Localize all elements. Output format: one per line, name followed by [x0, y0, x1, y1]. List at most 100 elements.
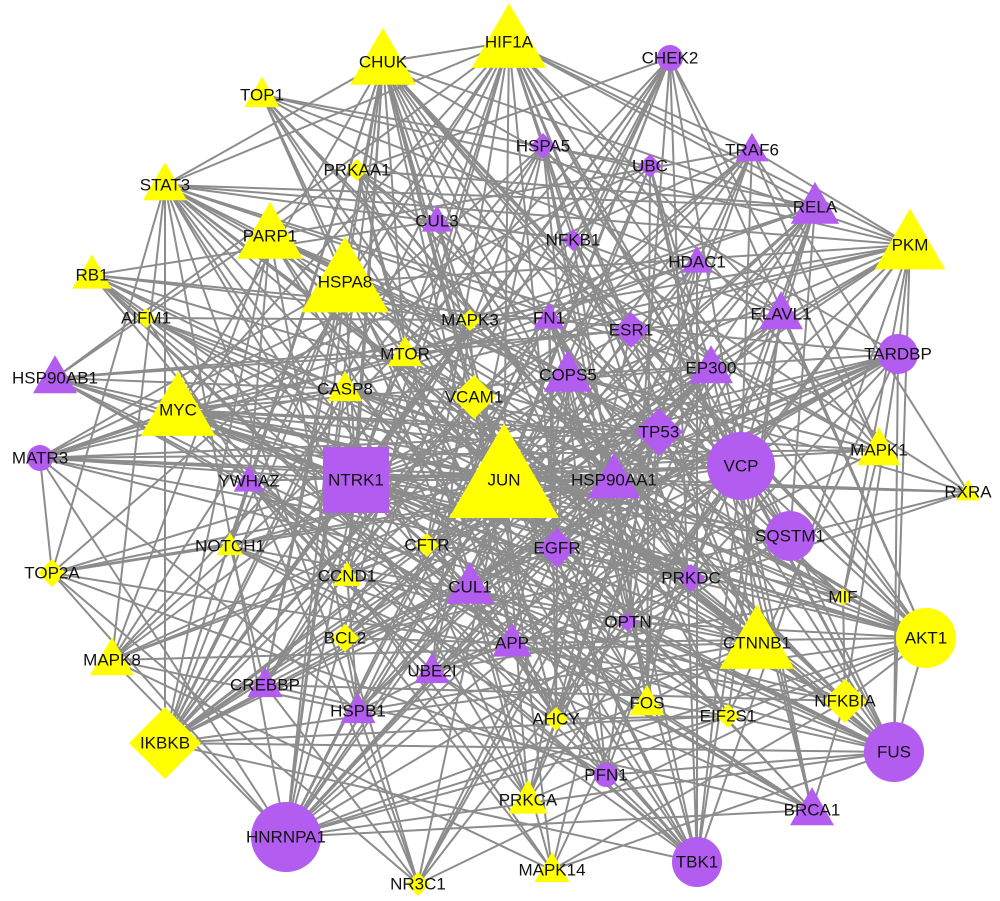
node-hspa5 [530, 133, 556, 159]
node-label-hspa5: HSPA5 [516, 137, 571, 156]
edge-hnrnpa1-top2a [51, 572, 287, 838]
edge-notch1-hspa8 [229, 281, 346, 547]
node-rxra [955, 479, 981, 501]
edge-tardbp-ccnd1 [346, 353, 899, 577]
node-ubc [638, 154, 662, 178]
node-label-prkdc: PRKDC [661, 569, 721, 588]
node-label-cftr: CFTR [404, 536, 449, 555]
node-label-hspb1: HSPB1 [330, 702, 386, 721]
edge-aifm1-ywhaz [145, 317, 250, 482]
edge-hsp90aa1-aifm1 [145, 317, 615, 481]
edge-hsp90aa1-tardbp [613, 353, 899, 481]
node-label-fos: FOS [630, 694, 665, 713]
edge-chek2-nfkb1 [572, 57, 671, 241]
edge-mapk14-hdac1 [551, 261, 698, 871]
edge-cftr-hif1a [426, 41, 510, 546]
edge-fus-mapk14 [551, 751, 895, 871]
node-esr1 [613, 312, 649, 348]
node-label-brca1: BRCA1 [784, 801, 841, 820]
edge-nr3c1-akt1 [417, 637, 927, 885]
node-label-egfr: EGFR [533, 539, 580, 558]
node-prkca [508, 779, 548, 814]
node-label-rxra: RXRA [944, 483, 992, 502]
edge-fus-cul1 [469, 586, 895, 753]
node-label-mapk1: MAPK1 [850, 441, 908, 460]
node-label-ywhaz: YWHAZ [218, 472, 279, 491]
edge-parp1-ywhaz [248, 235, 271, 482]
node-tbk1 [672, 837, 722, 887]
node-mapk14 [534, 851, 570, 883]
edge-eif2s1-prkca [527, 715, 729, 801]
edge-hnrnpa1-cops5 [285, 374, 569, 838]
node-pkm [874, 208, 946, 270]
node-label-hsp90aa1: HSP90AA1 [571, 471, 657, 490]
node-label-hnrnpa1: HNRNPA1 [246, 828, 326, 847]
edge-rb1-casp8 [91, 274, 346, 390]
node-ccnd1 [332, 561, 362, 586]
edge-mapk8-hnrnpa1 [111, 659, 287, 838]
edge-notch1-ahcy [229, 545, 557, 720]
node-label-nr3c1: NR3C1 [390, 875, 446, 894]
node-mapk1 [857, 427, 901, 466]
node-hsp90ab1 [33, 355, 77, 394]
node-label-top2a: TOP2A [24, 564, 80, 583]
node-label-ctnnb1: CTNNB1 [723, 634, 791, 653]
node-label-ube2i: UBE2I [407, 662, 456, 681]
edge-cops5-tardbp [567, 353, 899, 376]
edge-ubc-top1 [261, 94, 651, 167]
node-hspa8 [301, 236, 389, 313]
node-rela [790, 181, 840, 224]
node-label-fn1: FN1 [533, 309, 565, 328]
node-bcl2 [331, 624, 359, 652]
edge-sqstm1-bcl2 [344, 535, 791, 639]
edge-fus-pfn1 [605, 751, 895, 776]
edge-chek2-tbk1 [669, 57, 698, 863]
node-chek2 [657, 45, 683, 71]
edge-notch1-app [229, 545, 513, 644]
edge-stat3-hnrnpa1 [164, 184, 287, 838]
edge-ntrk1-mif [355, 479, 844, 598]
edge-hspb1-nr3c1 [357, 710, 419, 885]
edge-aifm1-mapk3 [145, 317, 471, 321]
edge-pkm-mif [842, 244, 911, 598]
edge-mapk14-mapk8 [111, 659, 553, 871]
node-ep300 [689, 345, 733, 384]
node-label-esr1: ESR1 [609, 321, 653, 340]
edge-mapk14-prkaa1 [356, 169, 553, 871]
edge-ywhaz-nr3c1 [248, 480, 419, 885]
edge-parp1-tbk1 [269, 235, 698, 863]
edge-parp1-mapk8 [111, 235, 271, 661]
edge-fn1-tbk1 [548, 317, 698, 863]
node-label-vcp: VCP [724, 457, 759, 476]
edge-hdac1-jun [503, 261, 698, 481]
edge-ahcy-top1 [261, 94, 557, 720]
edge-brca1-hnrnpa1 [285, 809, 813, 838]
node-label-pfn1: PFN1 [584, 766, 627, 785]
node-cftr [415, 533, 439, 557]
edge-rb1-mapk3 [91, 274, 471, 321]
node-mif [834, 588, 852, 606]
node-fn1 [533, 302, 565, 329]
edge-elavl1-hnrnpa1 [285, 313, 782, 838]
node-label-prkaa1: PRKAA1 [323, 161, 390, 180]
edge-myc-hsp90aa1 [177, 409, 615, 481]
node-label-rela: RELA [793, 198, 838, 217]
node-label-akt1: AKT1 [905, 629, 948, 648]
node-label-ntrk1: NTRK1 [328, 471, 384, 490]
edge-optn-pkm [627, 244, 911, 623]
node-cul3 [421, 205, 453, 232]
edge-rxra-traf6 [751, 149, 969, 493]
node-cul1 [445, 561, 495, 604]
edge-stat3-fos [164, 184, 648, 704]
node-parp1 [237, 201, 303, 259]
node-pfn1 [594, 763, 618, 787]
edge-hif1a-prkdc [508, 41, 692, 579]
node-prkdc [677, 564, 705, 592]
node-label-chuk: CHUK [359, 53, 408, 72]
edge-chek2-fn1 [548, 57, 671, 319]
node-elavl1 [759, 291, 803, 330]
node-label-crebbp: CREBBP [230, 676, 300, 695]
node-ntrk1 [323, 447, 389, 513]
edge-ikbkb-eif2s1 [164, 715, 729, 744]
